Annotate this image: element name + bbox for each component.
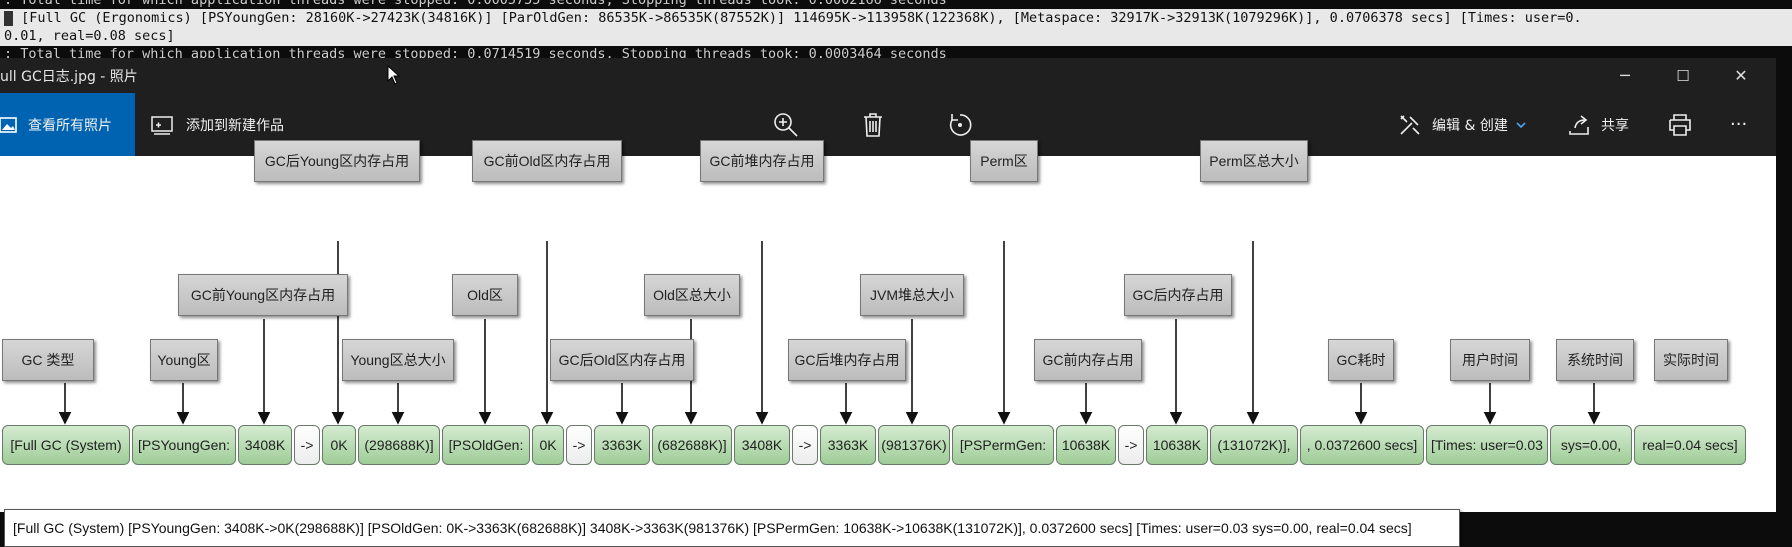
cell-user-time: [Times: user=0.03 [1426, 425, 1548, 465]
add-to-album-icon [151, 115, 173, 135]
view-all-photos-button[interactable]: 查看所有照片 [0, 93, 135, 156]
terminal-line: : Total time for which application threa… [4, 0, 947, 8]
cell-psoldgen: [PSOldGen: [442, 425, 530, 465]
printer-icon [1669, 113, 1691, 136]
cell-young-total: (298688K)] [358, 425, 440, 465]
cell-young-after: 0K [322, 425, 356, 465]
maximize-button[interactable]: ☐ [1676, 66, 1690, 85]
mouse-pointer-icon [387, 65, 401, 85]
label-perm: Perm区 [970, 140, 1038, 182]
share-label: 共享 [1601, 117, 1629, 134]
label-perm-total: Perm区总大小 [1200, 140, 1308, 182]
print-button[interactable] [1667, 93, 1693, 156]
label-gc-type: GC 类型 [2, 339, 94, 381]
add-to-label: 添加到新建作品 [186, 117, 284, 134]
cell-psyounggen: [PSYoungGen: [132, 425, 236, 465]
cell-heap-total: (981376K) [878, 425, 950, 465]
cell-gc-duration: , 0.0372600 secs] [1300, 425, 1424, 465]
label-real-time: 实际时间 [1654, 339, 1728, 381]
terminal-scrollbar[interactable] [1776, 58, 1792, 512]
cell-gc-type: [Full GC (System) [2, 425, 130, 465]
zoom-button[interactable] [773, 93, 799, 156]
label-gc-after-heap: GC后堆内存占用 [788, 339, 906, 381]
cell-arrow: -> [566, 425, 592, 465]
label-gc-after-old: GC后Old区内存占用 [550, 339, 694, 381]
terminal-line-selected[interactable]: [Full GC (Ergonomics) [PSYoungGen: 28160… [0, 9, 1792, 28]
rotate-button[interactable] [947, 93, 973, 156]
image-canvas: GC后Young区内存占用 GC前Old区内存占用 GC前堆内存占用 Perm区… [0, 140, 1776, 547]
label-gc-after-young: GC后Young区内存占用 [254, 140, 420, 182]
cell-perm-before: 10638K [1056, 425, 1116, 465]
label-gc-before-memory: GC前内存占用 [1034, 339, 1142, 381]
terminal-background: : Total time for which application threa… [0, 0, 1792, 58]
connector-arrows [58, 241, 1601, 425]
add-to-creation-button[interactable]: 添加到新建作品 [150, 93, 284, 156]
cell-young-before: 3408K [238, 425, 292, 465]
gc-log-summary: [Full GC (System) [PSYoungGen: 3408K->0K… [4, 509, 1460, 547]
label-jvm-heap-total: JVM堆总大小 [860, 274, 964, 316]
cell-arrow: -> [792, 425, 818, 465]
trash-icon [864, 112, 882, 137]
photo-icon [0, 116, 17, 133]
edit-create-label: 编辑 & 创建 [1432, 117, 1508, 134]
label-gc-before-young: GC前Young区内存占用 [178, 274, 348, 316]
terminal-line: : Total time for which application threa… [4, 46, 947, 58]
photos-window: ull GC日志.jpg - 照片 ─ ☐ ✕ 查看所有照片 添加到新建作品 编… [0, 58, 1776, 547]
edit-icon [1400, 114, 1420, 135]
delete-button[interactable] [862, 93, 884, 156]
cell-heap-before: 3408K [734, 425, 790, 465]
cell-pspermgen: [PSPermGen: [952, 425, 1054, 465]
cell-arrow: -> [1118, 425, 1144, 465]
cell-old-total: (682688K)] [652, 425, 732, 465]
more-options-button[interactable]: ··· [1730, 114, 1748, 135]
label-old: Old区 [452, 274, 518, 316]
minimize-button[interactable]: ─ [1620, 66, 1630, 85]
label-gc-before-old: GC前Old区内存占用 [472, 140, 622, 182]
cell-sys-time: sys=0.00, [1550, 425, 1632, 465]
rotate-icon [949, 113, 972, 136]
cell-old-after: 3363K [594, 425, 650, 465]
cell-perm-after: 10638K [1146, 425, 1208, 465]
window-titlebar[interactable]: ull GC日志.jpg - 照片 ─ ☐ ✕ [0, 58, 1776, 93]
label-gc-before-heap: GC前堆内存占用 [700, 140, 824, 182]
share-icon [1569, 114, 1589, 135]
label-old-total: Old区总大小 [644, 274, 740, 316]
edit-create-button[interactable]: 编辑 & 创建 [1398, 93, 1526, 156]
label-user-time: 用户时间 [1450, 339, 1530, 381]
cell-real-time: real=0.04 secs] [1634, 425, 1746, 465]
terminal-line-selected[interactable]: 0.01, real=0.08 secs] [0, 27, 1792, 46]
close-button[interactable]: ✕ [1734, 66, 1748, 85]
view-all-label: 查看所有照片 [28, 117, 112, 134]
label-sys-time: 系统时间 [1556, 339, 1634, 381]
label-young-total: Young区总大小 [342, 339, 454, 381]
cell-old-before: 0K [532, 425, 564, 465]
label-gc-duration: GC耗时 [1328, 339, 1394, 381]
label-young: Young区 [150, 339, 218, 381]
cursor-icon [4, 10, 13, 26]
cell-heap-after: 3363K [820, 425, 876, 465]
window-title: ull GC日志.jpg - 照片 [0, 69, 138, 85]
label-gc-after-memory: GC后内存占用 [1124, 274, 1232, 316]
share-button[interactable]: 共享 [1567, 93, 1629, 156]
cell-arrow: -> [294, 425, 320, 465]
chevron-down-icon [1516, 121, 1526, 128]
cell-perm-total: (131072K)], [1210, 425, 1298, 465]
zoom-in-icon [774, 112, 798, 137]
